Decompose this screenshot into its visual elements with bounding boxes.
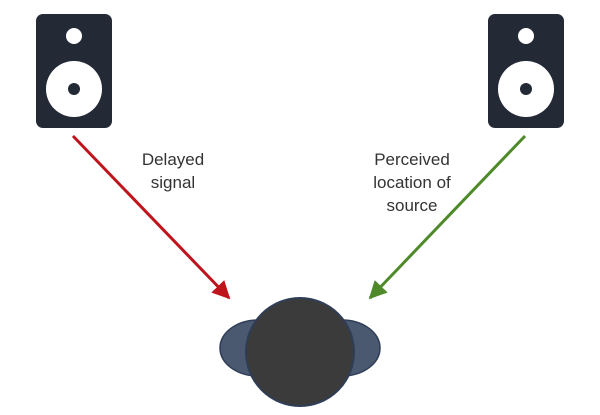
perceived-location-label-line-1: Perceived xyxy=(374,150,450,169)
perceived-location-label-line-3: source xyxy=(386,196,438,215)
left-speaker-icon xyxy=(36,14,112,128)
right-speaker-woofer-center xyxy=(520,83,532,95)
head xyxy=(245,297,355,407)
right-speaker-icon xyxy=(488,14,564,128)
delayed-signal-label-line-1: Delayed xyxy=(141,150,205,169)
perceived-location-label-line-2: location of xyxy=(373,173,451,192)
right-speaker-tweeter xyxy=(518,28,534,44)
listener-head-icon xyxy=(219,297,381,407)
left-speaker-tweeter xyxy=(66,28,82,44)
delayed-signal-label-line-2: signal xyxy=(150,173,196,192)
perceived-location-arrow xyxy=(368,134,527,300)
left-speaker-woofer-center xyxy=(68,83,80,95)
delayed-signal-arrow xyxy=(71,134,231,300)
delayed-signal-label: Delayed signal xyxy=(118,148,228,194)
perceived-location-label: Perceived location of source xyxy=(352,148,472,217)
